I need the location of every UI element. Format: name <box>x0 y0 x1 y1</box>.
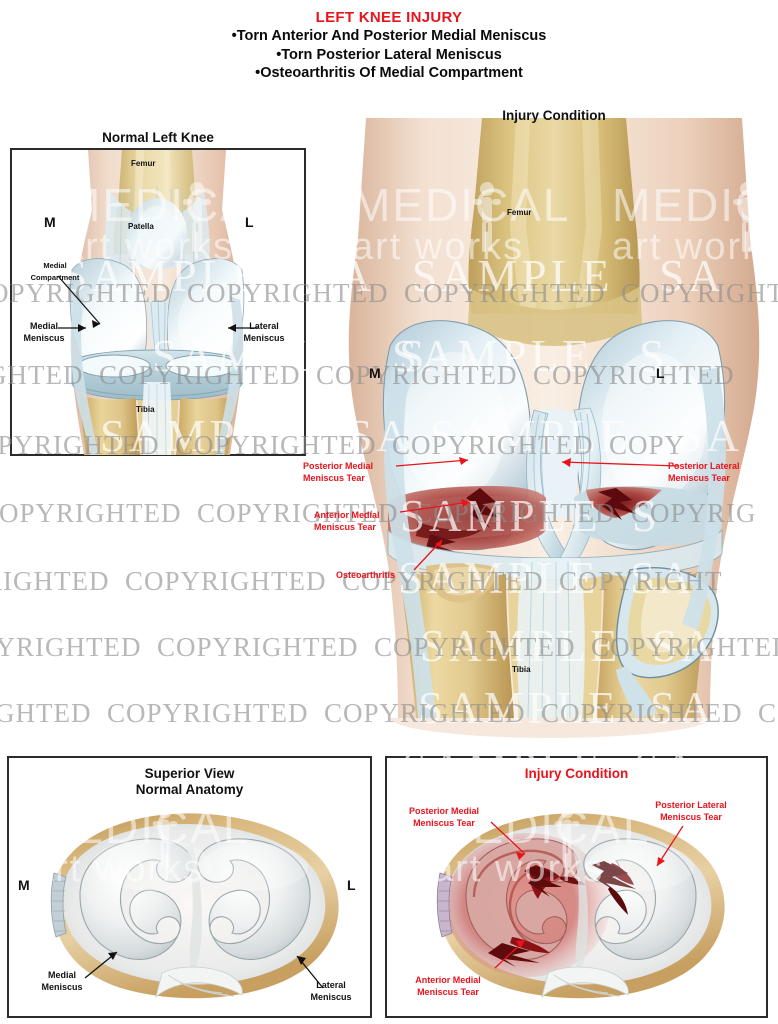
label-lateral-side-superior: L <box>347 877 356 893</box>
leader-lines-superior-injury <box>490 821 684 969</box>
label-posterior-medial-tear-superior: Posterior Medial Meniscus Tear <box>408 806 480 828</box>
page-title: LEFT KNEE INJURY <box>315 9 463 26</box>
label-lateral-side-normal: L <box>245 214 254 230</box>
label-osteoarthritis: Osteoarthritis <box>336 570 396 580</box>
leader-lines-injury <box>395 457 679 571</box>
label-lateral-meniscus-normal: Lateral Meniscus <box>243 321 285 343</box>
panel-normal-front <box>10 148 306 456</box>
heading-superior-injury: Injury Condition <box>524 766 629 781</box>
label-femur-injury: Femur <box>507 208 532 217</box>
diagnosis-bullet-2: •Torn Posterior Lateral Meniscus <box>276 46 502 63</box>
label-anterior-medial-tear-front: Anterior Medial Meniscus Tear <box>314 510 380 532</box>
label-medial-side-injury: M <box>369 365 381 381</box>
label-tibia-normal: Tibia <box>136 405 155 414</box>
label-lateral-side-injury: L <box>656 365 665 381</box>
label-posterior-lateral-tear-front: Posterior Lateral Meniscus Tear <box>668 461 740 483</box>
panel-superior-injury <box>385 756 768 1018</box>
heading-superior-normal: Superior View Normal Anatomy <box>135 766 244 797</box>
label-posterior-lateral-tear-superior: Posterior Lateral Meniscus Tear <box>655 800 727 822</box>
leader-lines-superior-normal <box>84 951 324 989</box>
heading-normal-front: Normal Left Knee <box>102 130 214 145</box>
label-anterior-medial-tear-superior: Anterior Medial Meniscus Tear <box>415 975 481 997</box>
diagnosis-bullet-1: •Torn Anterior And Posterior Medial Meni… <box>231 28 547 44</box>
superior-normal-illustration <box>22 795 362 1013</box>
leader-lines-normal <box>57 275 258 332</box>
superior-injury-illustration <box>404 795 752 1013</box>
label-medial-compartment: Medial Compartment <box>30 261 80 282</box>
diagnosis-bullet-3: •Osteoarthritis Of Medial Compartment <box>255 65 523 81</box>
label-lateral-meniscus-superior: Lateral Meniscus <box>310 980 352 1002</box>
label-medial-meniscus-normal: Medial Meniscus <box>23 321 65 343</box>
label-medial-side-superior: M <box>18 877 30 893</box>
label-patella-normal: Patella <box>128 222 154 231</box>
label-femur-normal: Femur <box>131 159 156 168</box>
title-block: LEFT KNEE INJURY •Torn Anterior And Post… <box>0 8 778 83</box>
injury-knee-illustration <box>330 118 778 738</box>
label-tibia-injury: Tibia <box>512 665 531 674</box>
label-medial-side-normal: M <box>44 214 56 230</box>
panel-superior-normal <box>7 756 372 1018</box>
heading-injury-front: Injury Condition <box>502 108 606 123</box>
label-posterior-medial-tear-front: Posterior Medial Meniscus Tear <box>303 461 374 483</box>
label-medial-meniscus-superior: Medial Meniscus <box>41 970 83 992</box>
